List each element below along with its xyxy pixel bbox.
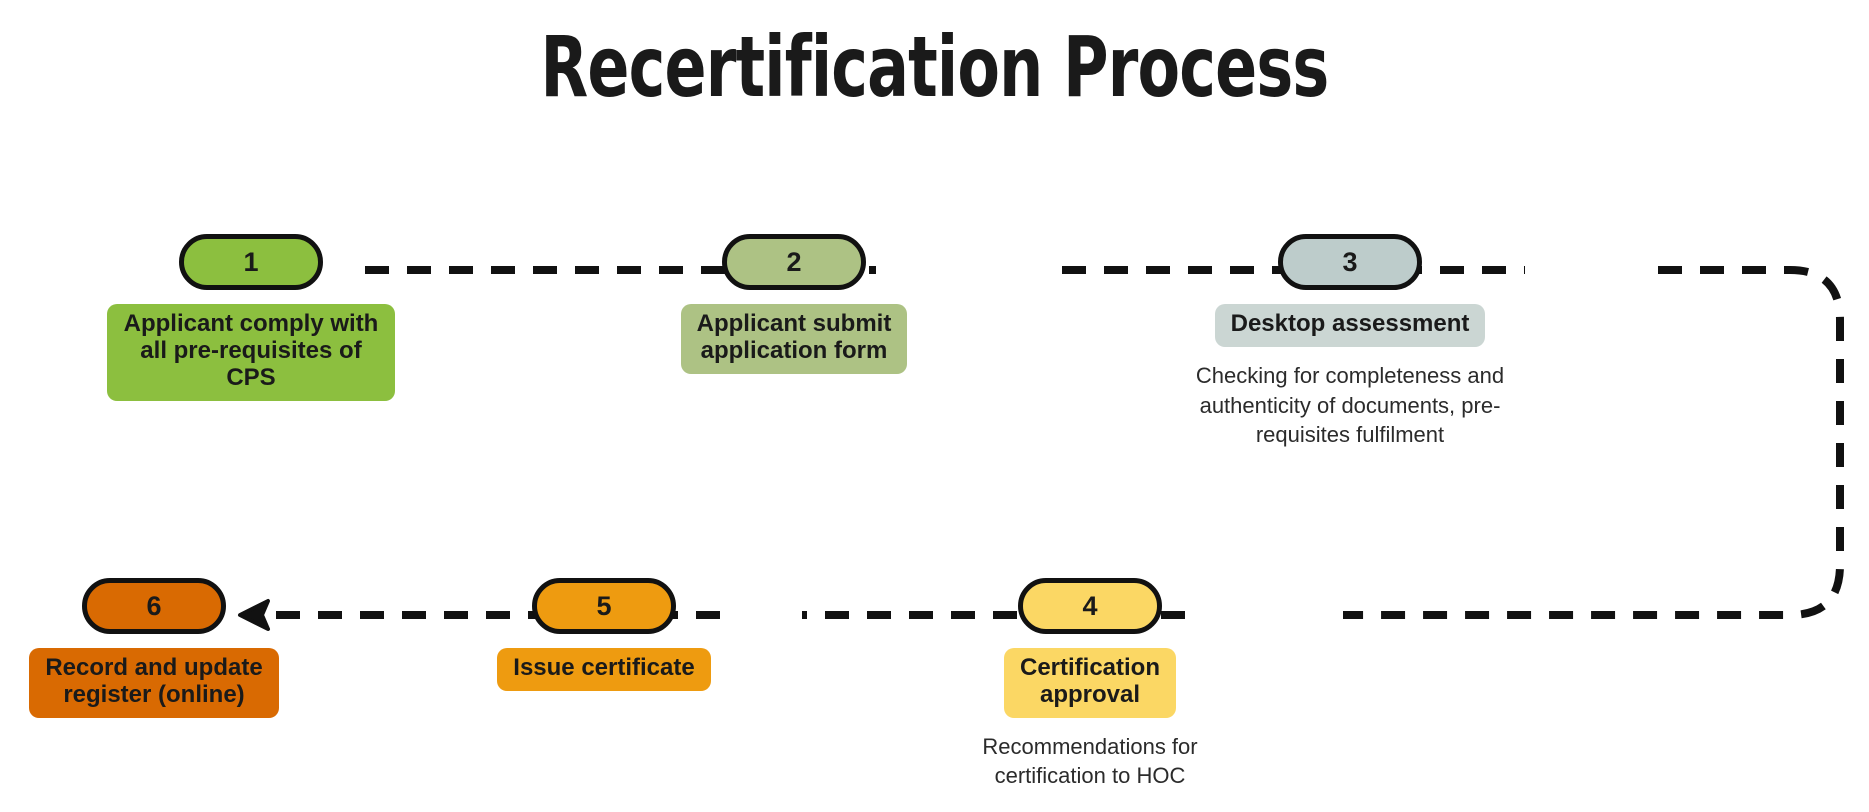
step-number-5: 5 [596,590,612,621]
step-label-2: Applicant submit application form [680,304,908,374]
process-step-2[interactable]: 2 Applicant submit application form [650,234,938,374]
process-step-4[interactable]: 4 Certification approval Recommendations… [920,578,1260,791]
step-label-1: Applicant comply with all pre-requisites… [107,304,395,401]
step-number-badge-4: 4 [1018,578,1162,634]
step-number-badge-1: 1 [179,234,323,290]
step-number-badge-6: 6 [82,578,226,634]
step-number-badge-3: 3 [1278,234,1422,290]
step-number-2: 2 [786,246,802,277]
step-description-3: Checking for completeness and authentici… [1195,362,1505,448]
step-number-3: 3 [1342,246,1358,277]
step-number-6: 6 [146,590,162,621]
step-number-4: 4 [1082,590,1098,621]
step-label-5: Issue certificate [497,648,711,691]
process-step-1[interactable]: 1 Applicant comply with all pre-requisit… [107,234,395,401]
step-label-6: Record and update register (online) [29,648,279,718]
step-label-4: Certification approval [1003,648,1176,718]
process-step-5[interactable]: 5 Issue certificate [460,578,748,691]
step-number-badge-2: 2 [722,234,866,290]
step-label-3: Desktop assessment [1214,304,1486,347]
process-step-6[interactable]: 6 Record and update register (online) [10,578,298,718]
step-number-badge-5: 5 [532,578,676,634]
page-title: Recertification Process [540,18,1329,116]
step-number-1: 1 [243,246,259,277]
step-description-4: Recommendations for certification to HOC [982,733,1198,789]
process-step-3[interactable]: 3 Desktop assessment Checking for comple… [1180,234,1520,450]
